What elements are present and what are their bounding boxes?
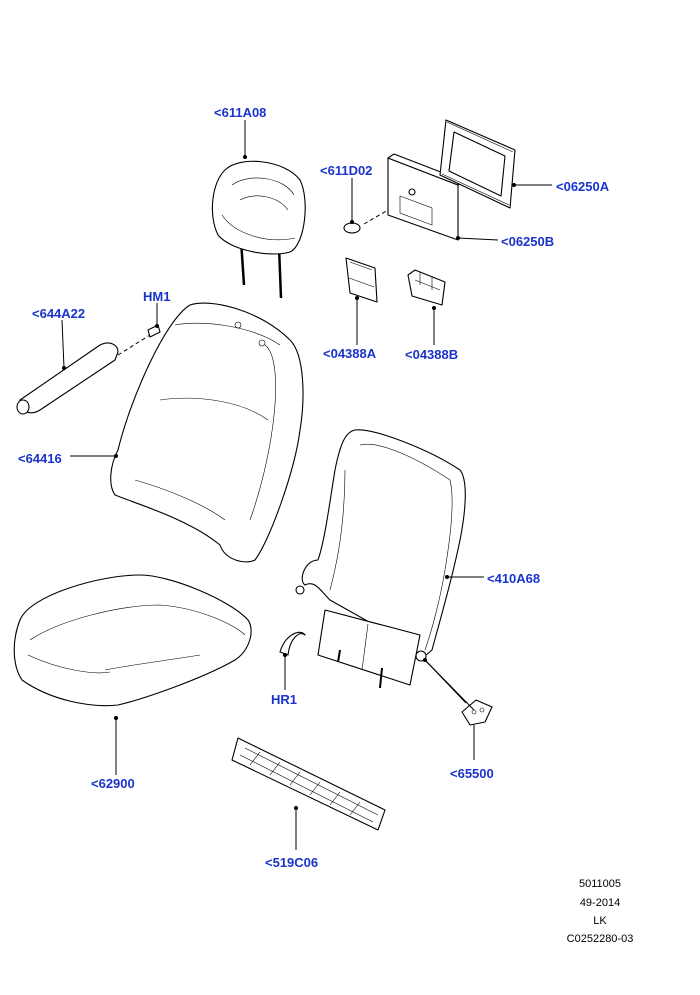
mesh-panel-part [231,737,386,831]
callout-65500[interactable]: <65500 [450,766,494,781]
callout-519c06[interactable]: <519C06 [265,855,319,870]
bracket-b-part [407,269,446,306]
callout-644a22[interactable]: <644A22 [32,306,86,321]
footer-lk: LK [593,915,607,927]
callout-04388b[interactable]: <04388B [405,347,459,362]
clip-part [279,631,306,656]
callout-611d02[interactable]: <611D02 [320,163,373,178]
callout-06250a[interactable]: <06250A [556,179,610,194]
seat-back-frame-part [295,429,466,689]
callout-04388a[interactable]: <04388A [323,346,377,361]
footer-ref: C0252280-03 [566,933,634,945]
leader-lines [61,120,552,850]
callout-410a68[interactable]: <410A68 [487,571,541,586]
callout-64416[interactable]: <64416 [18,451,62,466]
callout-hm1[interactable]: HM1 [143,289,171,304]
footer-code: 5011005 [578,878,621,890]
callout-06250b[interactable]: <06250B [501,234,555,249]
headrest-part [211,160,306,299]
bracket-a-part [345,257,378,303]
seat-cushion-part [13,574,252,707]
seat-back-part [110,302,304,563]
callout-62900[interactable]: <62900 [91,776,135,791]
frame-part [439,119,516,209]
recliner-bracket-part [461,699,493,726]
footer-date: 49-2014 [579,897,621,909]
armrest-part [16,334,151,415]
callout-hr1[interactable]: HR1 [271,692,298,707]
callout-611a08[interactable]: <611A08 [214,105,267,120]
